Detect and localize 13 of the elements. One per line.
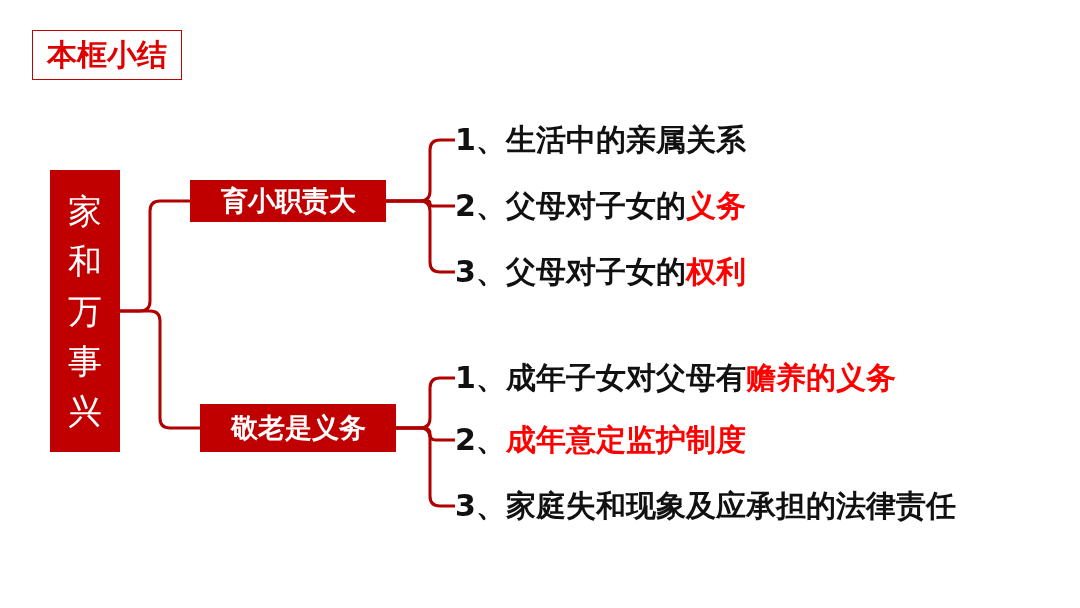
point-text: 1、成年子女对父母有赡养的义务 (455, 356, 896, 400)
point-text: 2、成年意定监护制度 (455, 418, 746, 462)
brace-connector (386, 199, 455, 274)
topic-box: 家和万事兴 (50, 170, 120, 452)
branch-box: 敬老是义务 (200, 404, 396, 452)
point-text: 1、生活中的亲属关系 (455, 118, 746, 162)
point-text: 3、家庭失和现象及应承担的法律责任 (455, 484, 956, 528)
title: 本框小结 (32, 30, 182, 80)
brace-connector (396, 426, 455, 508)
branch-box: 育小职责大 (190, 180, 386, 222)
point-text: 3、父母对子女的权利 (455, 250, 746, 294)
brace-connector (120, 309, 200, 430)
point-text: 2、父母对子女的义务 (455, 184, 746, 228)
